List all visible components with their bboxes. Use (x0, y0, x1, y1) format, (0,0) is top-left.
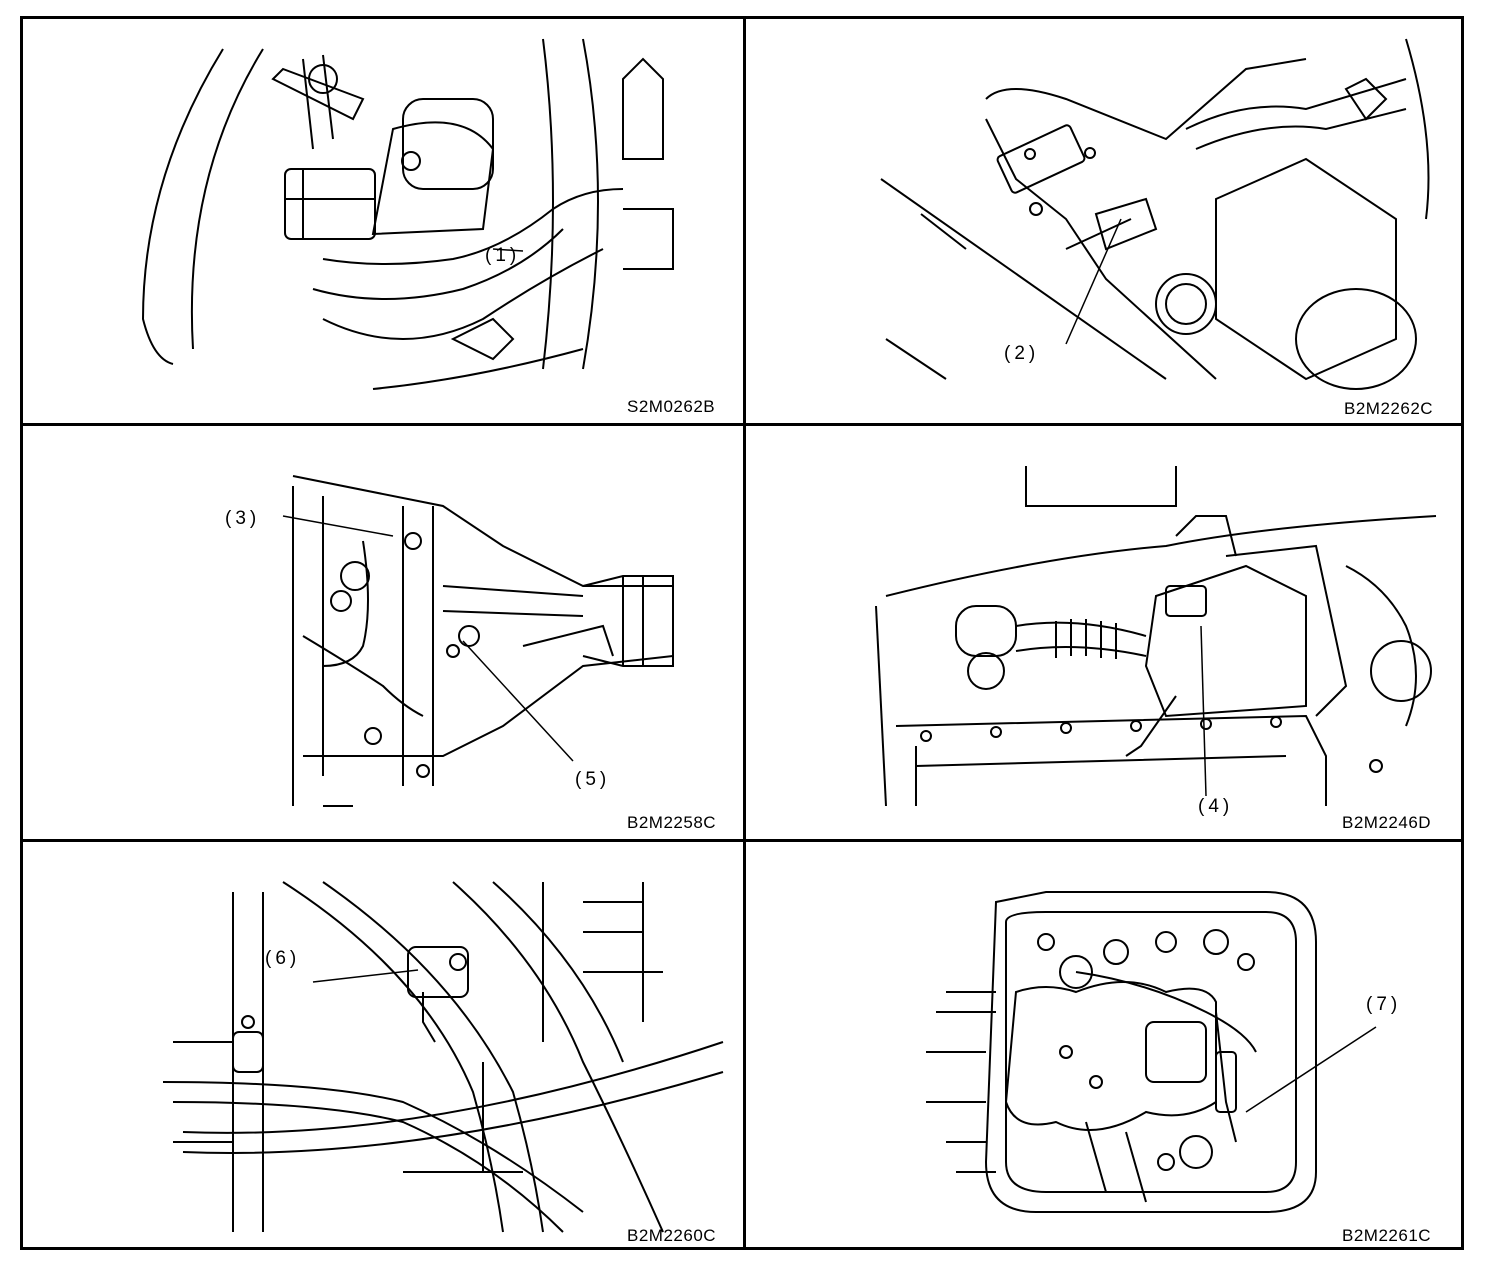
figure-sheet: (1) S2M0262B (2) B2M2262C (20, 16, 1464, 1250)
callout-3: (3) (225, 508, 261, 529)
row-divider-1 (23, 423, 1461, 426)
transmission-illustration (282, 475, 674, 807)
figure-ref-1: S2M0262B (627, 397, 716, 416)
engine-illustration-1 (141, 38, 674, 390)
column-divider (743, 19, 746, 1247)
panel-valve-body: (7) B2M2261C (746, 842, 1464, 1250)
figure-ref-6: B2M2261C (1342, 1226, 1432, 1245)
panel-transmission-side: (3) (5) B2M2258C (23, 426, 743, 839)
callout-1: (1) (485, 245, 521, 266)
transmission-underside-illustration (162, 881, 724, 1233)
panel-pressure-sensor: (2) B2M2262C (746, 19, 1464, 423)
callout-4: (4) (1198, 796, 1234, 817)
valve-body-illustration (875, 466, 1437, 807)
callout-2: (2) (1004, 343, 1040, 364)
panel-throttle-sensor: (1) S2M0262B (23, 19, 743, 423)
figure-ref-5: B2M2260C (627, 1226, 717, 1245)
callout-5: (5) (575, 769, 611, 790)
figure-ref-2: B2M2262C (1344, 399, 1434, 418)
oil-pan-illustration (926, 891, 1377, 1213)
figure-ref-3: B2M2258C (627, 813, 717, 832)
figure-ref-4: B2M2246D (1342, 813, 1432, 832)
row-divider-2 (23, 839, 1461, 842)
callout-7: (7) (1366, 994, 1402, 1015)
panel-transmission-bottom: (4) B2M2246D (746, 426, 1464, 839)
callout-6: (6) (265, 948, 301, 969)
panel-vehicle-speed-sensor: (6) B2M2260C (23, 842, 743, 1250)
engine-illustration-2 (880, 38, 1430, 390)
